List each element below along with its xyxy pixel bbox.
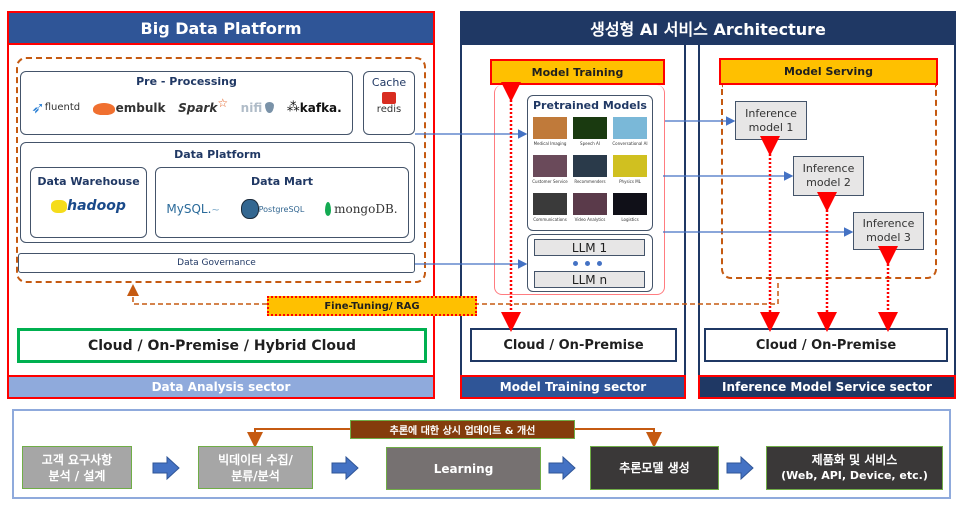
fine-tuning-rag-label: Fine-Tuning/ RAG <box>267 296 477 316</box>
data-pipeline-dashed-group <box>16 57 426 283</box>
step-inference-model-creation: 추론모델 생성 <box>590 446 719 490</box>
kafka-nodes-icon: ⁂ <box>286 100 300 115</box>
dot <box>597 261 602 266</box>
inference-service-sector-label: Inference Model Service sector <box>698 375 956 399</box>
step-requirements-analysis: 고객 요구사항 분석 / 설계 <box>22 446 132 489</box>
pretrained-model-label: Communications <box>533 217 567 222</box>
step-3-label: Learning <box>433 461 494 476</box>
mysql-logo: MySQL. ~ <box>166 202 220 216</box>
step-2-line1: 빅데이터 수집/ <box>218 452 293 467</box>
inference-model-3-line1: Inference <box>862 217 915 230</box>
embulk-logo: embulk <box>92 101 166 115</box>
redis-cube-icon <box>382 92 396 104</box>
pretrained-model-label: Customer Service <box>532 179 568 184</box>
pretrained-model-label: Physics ML <box>619 179 641 184</box>
model-serving-header: Model Serving <box>719 58 938 85</box>
cache-box: Cache redis <box>363 71 415 135</box>
pre-processing-title: Pre - Processing <box>136 75 237 88</box>
pretrained-model-thumbnail <box>613 193 647 215</box>
pretrained-model-thumbnail <box>573 155 607 177</box>
data-analysis-sector-label: Data Analysis sector <box>7 375 435 399</box>
inference-model-1: Inference model 1 <box>735 101 807 140</box>
pre-processing-box: Pre - Processing ➶ fluentd embulk Spark … <box>20 71 353 135</box>
pretrained-model-thumbnail <box>573 117 607 139</box>
training-cloud-infrastructure: Cloud / On-Premise <box>470 328 677 362</box>
redis-logo: redis <box>364 92 414 115</box>
mongodb-leaf-icon <box>325 202 332 216</box>
inference-model-2: Inference model 2 <box>793 156 864 196</box>
data-warehouse-title: Data Warehouse <box>37 175 140 188</box>
serving-cloud-infrastructure: Cloud / On-Premise <box>704 328 948 362</box>
inference-model-2-line2: model 2 <box>806 176 851 189</box>
mongodb-logo: mongoDB. <box>325 202 398 216</box>
ai-architecture-title: 생성형 AI 서비스 Architecture <box>460 11 956 45</box>
pretrained-models-title: Pretrained Models <box>533 99 647 112</box>
hybrid-cloud-infrastructure: Cloud / On-Premise / Hybrid Cloud <box>17 328 427 363</box>
pretrained-model-label: Video Analytics <box>574 217 606 222</box>
inference-model-1-line1: Inference <box>745 106 797 120</box>
step-learning: Learning <box>386 447 541 490</box>
llm-n-box: LLM n <box>534 271 645 288</box>
inference-model-3-line2: model 3 <box>866 231 911 244</box>
spark-logo: Spark ☆ <box>178 95 229 115</box>
process-flow-panel <box>12 409 951 499</box>
pretrained-model-thumbnail <box>533 117 567 139</box>
ellipsis-dots <box>573 261 602 266</box>
big-data-platform-title: Big Data Platform <box>7 11 435 45</box>
data-mart-box: Data Mart MySQL. ~ PostgreSQL mongoDB. <box>155 167 409 238</box>
step-4-label: 추론모델 생성 <box>619 461 690 475</box>
pretrained-model-thumbnail <box>533 193 567 215</box>
pretrained-model-thumbnail <box>573 193 607 215</box>
fluentd-bird-icon: ➶ <box>31 98 45 117</box>
nifi-logo: nifi <box>241 101 275 115</box>
fluentd-logo: ➶ fluentd <box>31 98 81 117</box>
pretrained-model-label: Medical Imaging <box>533 141 567 146</box>
dot <box>585 261 590 266</box>
nifi-drop-icon <box>265 102 275 113</box>
llm-1-box: LLM 1 <box>534 239 645 256</box>
inference-model-1-line2: model 1 <box>748 120 794 134</box>
step-5-line2: (Web, API, Device, etc.) <box>781 469 928 482</box>
model-training-sector-label: Model Training sector <box>460 375 686 399</box>
mysql-dolphin-icon: ~ <box>211 205 220 216</box>
step-2-line2: 분류/분석 <box>231 468 280 483</box>
kafka-logo: ⁂ kafka. <box>286 100 342 115</box>
model-training-header: Model Training <box>490 59 665 85</box>
step-1-line1: 고객 요구사항 <box>41 452 113 467</box>
pretrained-model-label: Speech AI <box>580 141 600 146</box>
step-5-line1: 제품화 및 서비스 <box>811 453 898 467</box>
spark-star-icon: ☆ <box>217 95 229 110</box>
feedback-loop-label: 추론에 대한 상시 업데이트 & 개선 <box>350 420 575 439</box>
step-bigdata-collection: 빅데이터 수집/ 분류/분석 <box>198 446 313 489</box>
step-1-line2: 분석 / 설계 <box>48 468 106 483</box>
data-mart-title: Data Mart <box>250 175 314 188</box>
pretrained-model-label: Logistics <box>621 217 639 222</box>
pretrained-model-label: Conversational AI <box>612 141 648 146</box>
pretrained-model-thumbnail <box>613 117 647 139</box>
hadoop-logo: hadoop <box>31 198 146 214</box>
data-warehouse-box: Data Warehouse hadoop <box>30 167 147 238</box>
hadoop-elephant-icon <box>51 199 68 213</box>
cache-title: Cache <box>371 76 407 89</box>
data-governance-box: Data Governance <box>18 253 415 273</box>
step-productization: 제품화 및 서비스 (Web, API, Device, etc.) <box>766 446 943 490</box>
inference-model-2-line1: Inference <box>802 162 855 175</box>
dot <box>573 261 578 266</box>
pretrained-model-label: Recommenders <box>574 179 606 184</box>
pretrained-model-thumbnail <box>613 155 647 177</box>
data-platform-title: Data Platform <box>174 148 261 161</box>
postgresql-elephant-icon <box>240 199 259 219</box>
embulk-whale-icon <box>92 102 115 115</box>
postgresql-logo: PostgreSQL <box>240 199 304 219</box>
pretrained-model-thumbnail <box>533 155 567 177</box>
inference-model-3: Inference model 3 <box>853 212 924 250</box>
